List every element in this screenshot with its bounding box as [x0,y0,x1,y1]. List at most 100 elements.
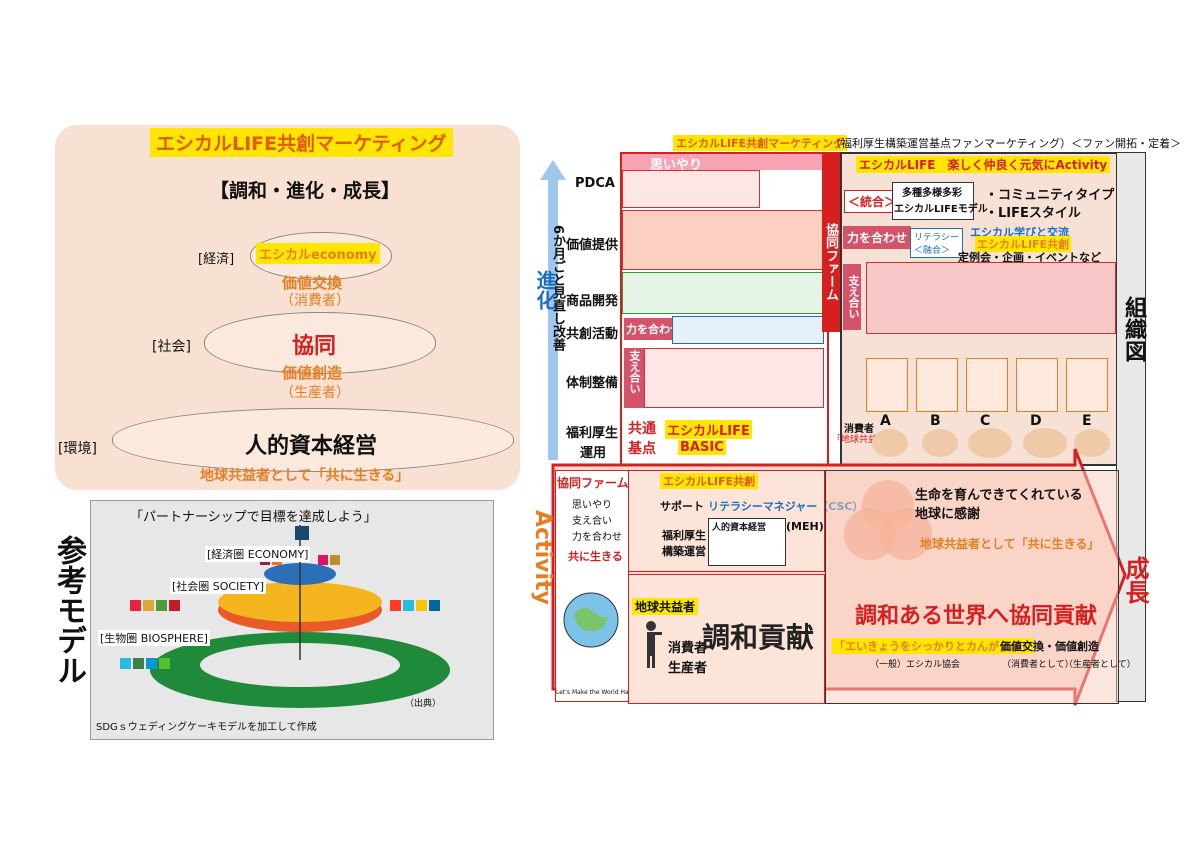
goal17-flag [295,526,309,540]
society-main: 協同 [292,334,337,359]
left-title: エシカルLIFE共創マーケティング [150,128,453,157]
ssae-tag-left: 支え合い [624,348,644,408]
cocreation-row [672,316,824,344]
biosphere-ring-inner [200,643,400,687]
source-label: （出典） [405,699,442,709]
stage-product: 商品開発 [566,294,619,309]
consumer-as-label: （消費者として） [1002,660,1074,670]
pdca-cells [622,170,760,208]
bottom-value-1: 思いやり [572,500,612,511]
slogan-label: 「エいきょうをシっかりとカんがえル」 [832,638,1034,654]
kyodo-farm-vertical: 協同ファーム [822,152,840,332]
basic-line1: エシカルLIFE [665,420,752,439]
soshikizu-label: 組織図 [1121,296,1146,362]
improve-label: 6か月ごと見直し改善 [550,225,565,352]
environment-label: [環境] [58,441,97,457]
bottom-kyodo-farm: 協同ファーム [557,476,629,490]
environment-cylinder [112,408,514,472]
literacy-mgr-label: リテラシーマネジャー（CSC） [708,500,864,513]
system-row [644,348,824,408]
biosphere-goal-tiles [120,658,170,669]
producer-as-label: （生産者として） [1064,660,1136,670]
basic-line2: BASIC [678,440,726,455]
economy-sphere-label: [経済圏 ECONOMY] [205,546,311,562]
manabi-label: エシカル学びと交流 [970,226,1069,239]
biosphere-label: [生物圏 BIOSPHERE] [98,630,210,646]
society-label: [社会] [152,339,191,355]
stage-welfare: 福利厚生 [566,426,619,441]
stage-pdca: PDCA [575,176,615,191]
bottom-left-box [555,470,629,702]
stage-cocreation: 共創活動 [566,327,619,342]
economy-label: [経済] [198,252,235,267]
kyosai-label: エシカルLIFE共創 [975,236,1072,252]
consumer-blobs [872,428,1110,458]
sdgs-caption: SDGｓウェディングケーキモデルを加工して作成 [96,722,317,733]
yugo-text: ＜融合＞ [914,246,951,256]
support-network [866,262,1116,334]
left-subtitle: 【調和・進化・成長】 [210,180,401,202]
support-label: サポート [660,500,704,513]
value-row [622,210,824,270]
evolution-arrow [540,160,566,460]
community-line1: ・コミュニティタイプ [985,188,1115,203]
org-unit-a [866,358,908,412]
hr-mgmt-label: 人的資本経営 [712,523,767,533]
chowa-koken-label: 調和貢献 [702,621,815,654]
welfare-line2: 構築運営 [662,545,706,558]
org-unit-d [1016,358,1058,412]
meh-label: (MEH) [786,520,824,533]
sdgs-header: 「パートナーシップで目標を達成しよう」 [130,510,377,525]
literacy-text: リテラシー [914,233,959,243]
activity-vertical: Activity [530,510,555,605]
society-cylinder [204,312,436,374]
stage-value: 価値提供 [566,238,619,253]
tayou-line2: エシカルLIFEモデル [894,204,988,215]
product-row [622,272,824,314]
literacy-tag: リテラシー ＜融合＞ [910,228,963,258]
shohisha-label: 消費者 [668,641,708,656]
ssae-tag-right: 支え合い [843,264,861,330]
earth-illustration [563,592,619,648]
value-exchange-label: 価値交換・価値創造 [1000,640,1099,653]
inochi-line1: 生命を育んできてくれている [915,488,1083,503]
chikara-tag-right: 力を合わせ [843,226,912,249]
letsmake-label: Let's Make the World Happy! [556,689,643,696]
tayou-line1: 多種多様多彩 [902,188,962,199]
society-goal-tiles [130,600,440,611]
chikyu-kyoeki-tag: 地球共益者 [632,598,699,615]
consumer-label: 消費者 [844,424,874,435]
activity-title: エシカルLIFE 楽しく仲良く元気にActivity [856,156,1111,173]
letter-d: D [1030,413,1042,429]
world-title: 調和ある世界へ協同貢献 [855,604,1098,629]
pointing-person-icon [646,621,662,668]
environment-footer: 地球共益者として「共に生きる」 [200,468,410,484]
earth-label: 「地球共益者」 [832,435,896,445]
letter-b: B [930,413,941,429]
welfare-line1: 福利厚生 [662,529,706,542]
environment-main: 人的資本経営 [245,434,378,459]
tomoni-label: 共に生きる [568,550,623,563]
org-unit-e [1066,358,1108,412]
community-line2: ・LIFEスタイル [985,206,1081,221]
stage-system: 体制整備 [566,376,619,391]
kyotsu-label: 共通 [628,421,656,437]
bottom-tag: エシカルLIFE共創 [660,473,759,489]
letter-e: E [1082,413,1092,429]
inochi-line2: 地球に感謝 [915,507,981,522]
reference-model-label: 参考モデル [51,535,86,685]
soshikizu-box [1116,152,1146,702]
stage-operation: 運用 [580,446,607,461]
evolution-label: 進化 [533,270,557,310]
society-line1: 価値創造 [282,364,343,382]
teireikai-label: 定例会・企画・イベントなど [958,251,1101,264]
org-unit-c [966,358,1008,412]
economy-line2: （消費者） [280,293,350,309]
right-top-title: エシカルLIFE共創マーケティング [673,135,848,151]
assoc-label: （一般）エシカル協会 [870,660,961,670]
bottom-value-2: 支え合い [572,516,612,527]
society-line2: （生産者） [280,385,350,401]
economy-line1: 価値交換 [282,274,343,292]
letter-c: C [980,413,991,429]
sdgs-cake-illustration [120,525,450,708]
